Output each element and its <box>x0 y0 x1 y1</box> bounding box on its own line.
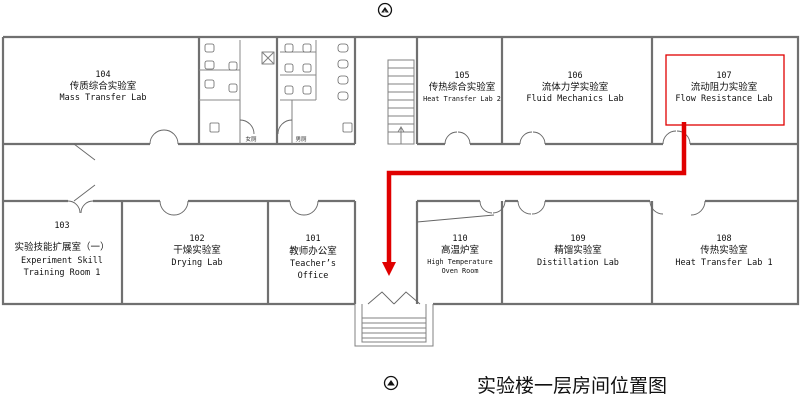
room-106[interactable]: 106 流体力学实验室 Fluid Mechanics Lab <box>526 71 623 104</box>
room-102-name-cn: 干燥实验室 <box>173 244 221 256</box>
north-arrow-icon-bottom <box>383 375 399 391</box>
room-101[interactable]: 101 教师办公室 Teacher’s Office <box>289 234 337 281</box>
room-109-name-en: Distillation Lab <box>537 258 619 268</box>
room-109-name-cn: 精馏实验室 <box>554 244 602 256</box>
room-101-number: 101 <box>305 234 320 244</box>
room-103-name-en-1: Experiment Skill <box>21 256 103 266</box>
room-103-name-cn: 实验技能扩展室（一） <box>14 241 109 253</box>
main-entrance <box>354 291 434 347</box>
room-103-name-en-2: Training Room 1 <box>24 268 101 278</box>
svg-text:N: N <box>384 10 387 15</box>
room-110[interactable]: 110 高温炉室 High Temperature Oven Room <box>427 234 492 275</box>
room-108-name-cn: 传热实验室 <box>700 244 748 256</box>
room-110-name-en-1: High Temperature <box>427 258 492 266</box>
room-110-name-cn: 高温炉室 <box>441 244 479 256</box>
room-106-name-en: Fluid Mechanics Lab <box>526 94 623 104</box>
room-109[interactable]: 109 精馏实验室 Distillation Lab <box>537 234 619 268</box>
room-104[interactable]: 104 传质综合实验室 Mass Transfer Lab <box>60 70 147 103</box>
room-107-name-cn: 流动阻力实验室 <box>691 81 758 93</box>
north-arrow-icon-top: N <box>377 2 393 18</box>
room-102-name-en: Drying Lab <box>171 258 222 268</box>
room-103-number: 103 <box>54 221 69 231</box>
room-102-number: 102 <box>189 234 204 244</box>
room-106-number: 106 <box>567 71 582 81</box>
room-104-number: 104 <box>95 70 110 80</box>
room-104-name-en: Mass Transfer Lab <box>60 93 147 103</box>
room-104-name-cn: 传质综合实验室 <box>70 80 137 92</box>
room-110-number: 110 <box>452 234 467 244</box>
room-107[interactable]: 107 流动阻力实验室 Flow Resistance Lab <box>665 54 785 126</box>
womens-restroom <box>199 40 275 144</box>
womens-restroom-label: 女厕 <box>245 135 257 143</box>
mens-restroom-label: 男厕 <box>295 136 307 143</box>
corridor-walls <box>3 142 798 203</box>
room-108-name-en: Heat Transfer Lab 1 <box>675 258 772 268</box>
room-106-name-cn: 流体力学实验室 <box>542 81 609 93</box>
mens-restroom <box>277 40 353 144</box>
room-109-number: 109 <box>570 234 585 244</box>
route-arrow <box>382 122 687 276</box>
room-103[interactable]: 103 实验技能扩展室（一） Experiment Skill Training… <box>14 221 109 278</box>
room-105-number: 105 <box>454 71 469 81</box>
room-107-highlight-box <box>665 54 785 126</box>
page-title: 实验楼一层房间位置图 <box>477 375 667 397</box>
room-107-number: 107 <box>716 71 731 81</box>
room-107-name-en: Flow Resistance Lab <box>675 94 772 104</box>
staircase <box>387 59 415 145</box>
room-108[interactable]: 108 传热实验室 Heat Transfer Lab 1 <box>675 234 772 268</box>
room-105-name-en: Heat Transfer Lab 2 <box>423 95 501 103</box>
outer-walls <box>1 35 800 306</box>
room-110-name-en-2: Oven Room <box>442 267 479 275</box>
doors <box>67 129 706 223</box>
room-101-name-en-1: Teacher’s <box>290 259 336 269</box>
partition-walls <box>120 37 654 304</box>
room-101-name-cn: 教师办公室 <box>289 245 337 257</box>
room-105[interactable]: 105 传热综合实验室 Heat Transfer Lab 2 <box>423 71 501 103</box>
room-102[interactable]: 102 干燥实验室 Drying Lab <box>171 234 222 268</box>
room-105-name-cn: 传热综合实验室 <box>429 81 496 93</box>
room-101-name-en-2: Office <box>298 271 329 281</box>
room-108-number: 108 <box>716 234 731 244</box>
